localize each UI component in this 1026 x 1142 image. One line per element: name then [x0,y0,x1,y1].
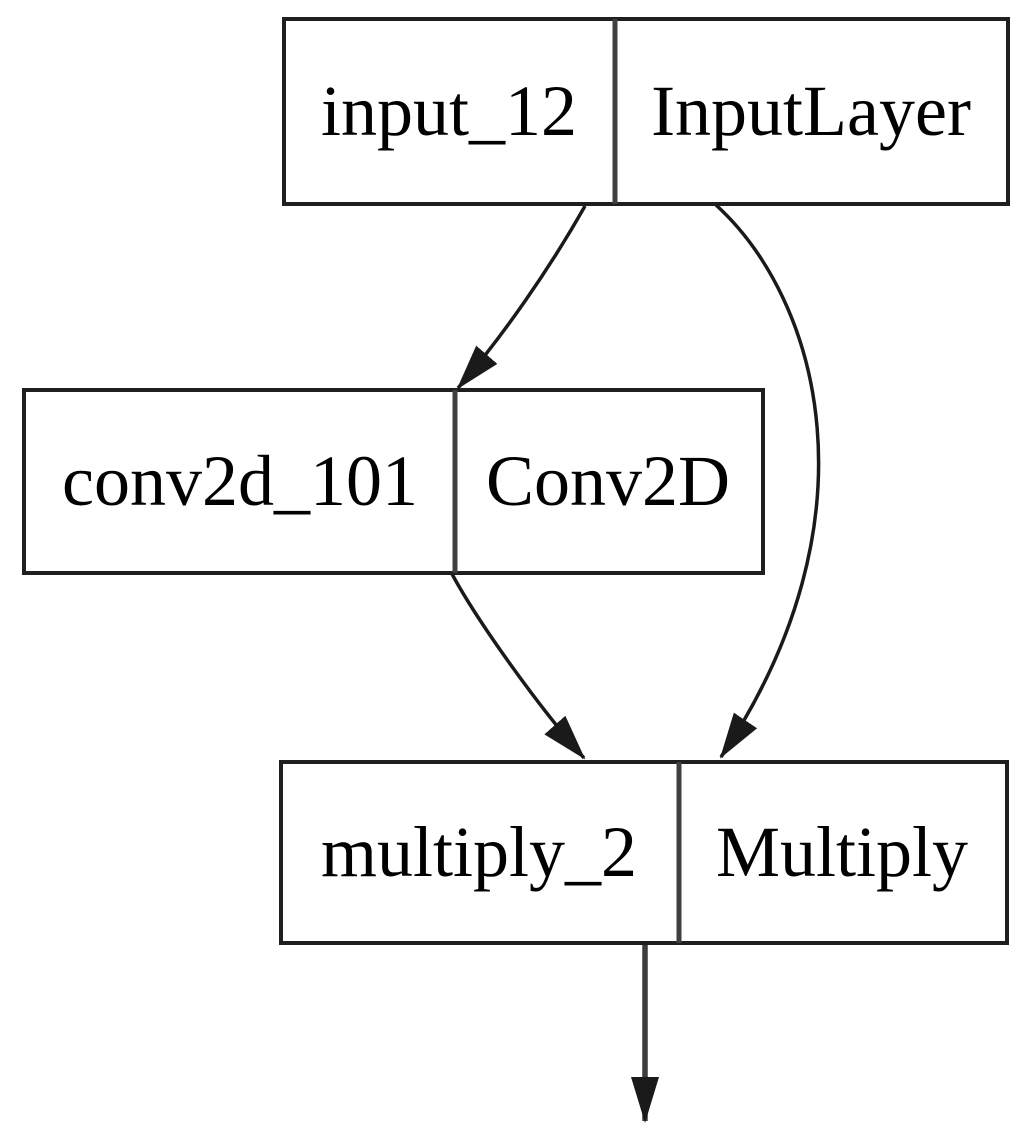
edge-input12-to-conv2d101 [456,205,587,390]
node-box [282,17,1010,206]
edges [450,203,821,1123]
edge-conv2d101-to-multiply2 [450,573,586,760]
layer-type-label: Conv2D [486,441,730,521]
layer-name-label: input_12 [321,71,577,151]
layer-type-label: InputLayer [651,71,971,151]
layer-type-label: Multiply [716,812,968,892]
edge-input12-to-multiply2 [714,203,821,759]
node-box [22,388,765,575]
node-multiply-2: multiply_2 Multiply [279,760,1009,945]
layer-name-label: multiply_2 [321,812,637,892]
layer-name-label: conv2d_101 [62,441,418,521]
node-box [279,760,1009,945]
node-input-12: input_12 InputLayer [282,17,1010,206]
node-conv2d-101: conv2d_101 Conv2D [22,388,765,575]
